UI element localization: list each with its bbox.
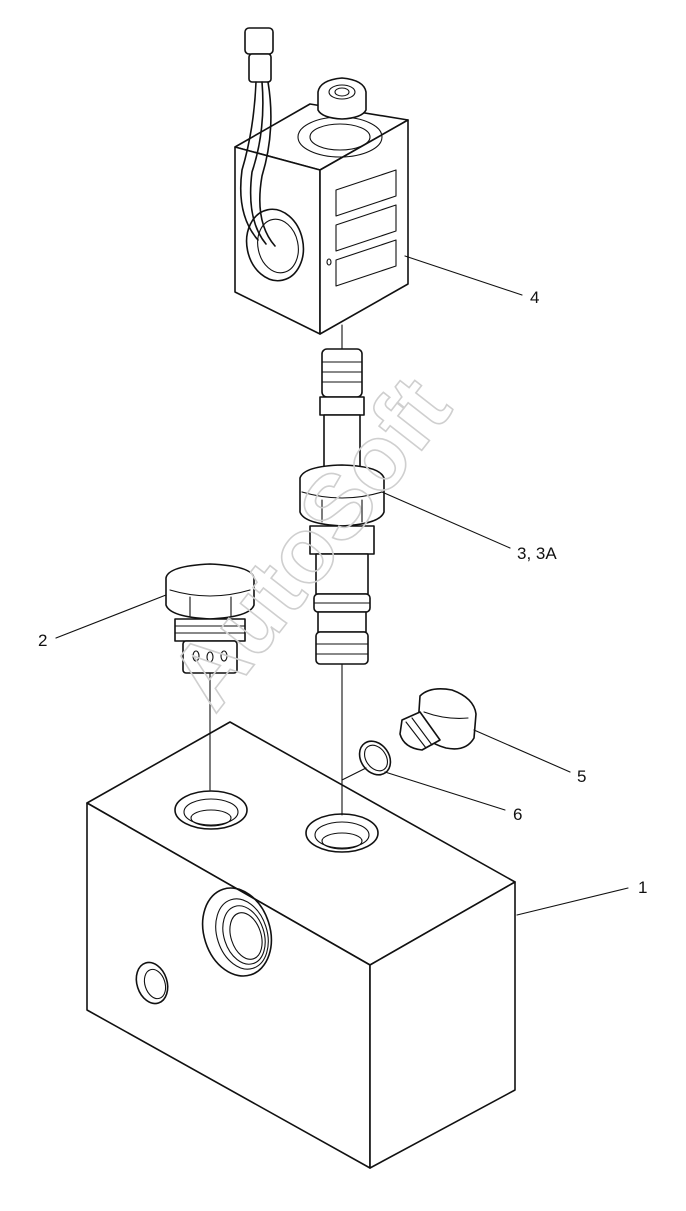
callout-2: 2 — [38, 631, 47, 650]
o-ring — [341, 740, 392, 781]
leader-lines — [55, 255, 629, 916]
callout-6: 6 — [513, 805, 522, 824]
callout-4: 4 — [530, 288, 539, 307]
solenoid-coil — [234, 27, 409, 335]
solenoid-cartridge — [299, 324, 385, 816]
cartridge-valve — [165, 563, 255, 791]
front-port-large — [201, 887, 273, 977]
callout-1: 1 — [638, 878, 647, 897]
callout-5: 5 — [577, 767, 586, 786]
callout-3-3a: 3, 3A — [517, 544, 557, 563]
front-port-small — [135, 961, 169, 1005]
top-port-left — [174, 790, 248, 830]
plug — [399, 688, 477, 751]
watermark-text: AutoSoft — [150, 359, 469, 728]
valve-body-block — [86, 721, 516, 1169]
